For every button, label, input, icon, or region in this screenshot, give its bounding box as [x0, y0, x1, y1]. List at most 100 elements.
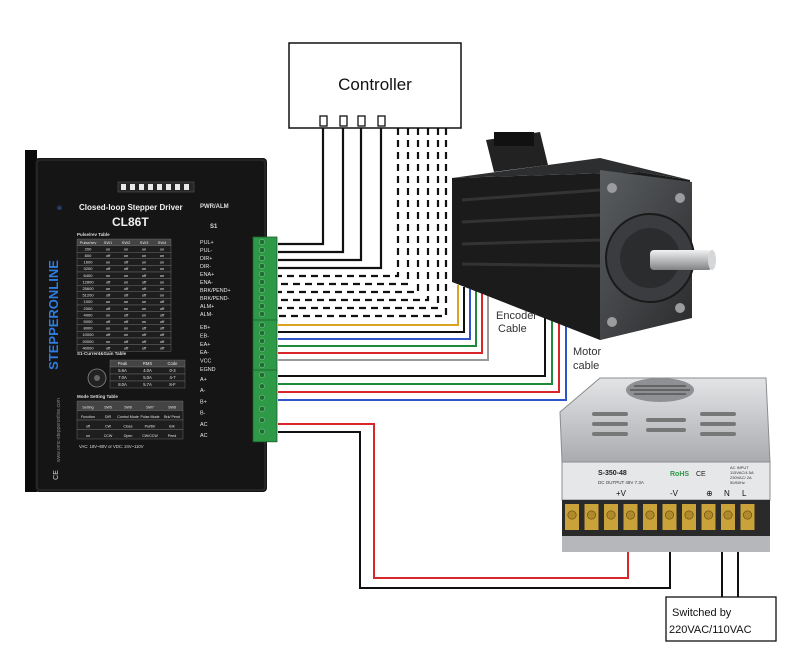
- dip-switch: [175, 184, 180, 190]
- table-cell: Close: [123, 425, 132, 429]
- table-cell: Pul/Dir: [145, 425, 157, 429]
- table-cell: 1000: [84, 299, 94, 304]
- pin-label-eb-: EB+: [200, 325, 210, 331]
- table-cell: 1600: [84, 260, 94, 265]
- table-cell: 10000: [82, 332, 94, 337]
- table-cell: off: [124, 345, 129, 350]
- psu-screw: [586, 510, 596, 520]
- table-cell: Brk/ Pend: [164, 415, 180, 419]
- table-cell: off: [142, 332, 147, 337]
- driver-model: CL86T: [112, 215, 149, 229]
- motor-bolt-holes: [607, 183, 685, 327]
- psu-ce: CE: [696, 471, 706, 478]
- table-cell: 8000: [84, 326, 94, 331]
- table-cell: off: [160, 319, 165, 324]
- terminal-screw: [259, 346, 265, 352]
- motor-fins: [461, 188, 601, 268]
- psu-vents: [592, 412, 736, 436]
- driver-ce-mark: CE: [53, 470, 60, 480]
- pin-label-pul-: PUL+: [200, 240, 214, 246]
- table-header-cell: SW5: [104, 406, 112, 410]
- terminal-screw: [259, 362, 265, 368]
- dip-switch: [166, 184, 171, 190]
- terminal-screw: [259, 239, 265, 245]
- terminal-screw: [259, 394, 265, 401]
- table-cell: off: [142, 326, 147, 331]
- table-cell: on: [106, 246, 110, 251]
- table-cell: off: [142, 286, 147, 291]
- table-cell: off: [142, 273, 147, 278]
- terminal-screw: [259, 383, 265, 390]
- table-header-cell: SW8: [168, 406, 176, 410]
- pin-label-alm-: ALM+: [200, 304, 214, 310]
- stepper-driver: STEPPERONLINE ® www.omc-stepperonline.co…: [25, 150, 278, 492]
- terminal-screw: [259, 330, 265, 336]
- psu-rohs: RoHS: [670, 471, 689, 478]
- controller-terminals: [319, 115, 386, 127]
- psu-model: S-350-48: [598, 470, 627, 477]
- table-cell: on: [160, 273, 164, 278]
- controller-label: Controller: [338, 75, 412, 94]
- table-cell: off: [106, 332, 111, 337]
- table-cell: 4.0A: [143, 368, 152, 373]
- dip-switch: [130, 184, 135, 190]
- table-header-cell: Setting: [82, 406, 93, 410]
- table-cell: DIR: [105, 415, 112, 419]
- psu-fan-grill: [630, 385, 690, 395]
- table-cell: on: [106, 326, 110, 331]
- table-header-cell: SW4: [158, 240, 167, 245]
- table-cell: off: [160, 306, 165, 311]
- table-header-cell: SW2: [122, 240, 131, 245]
- table-cell: off: [106, 345, 111, 350]
- table-cell: on: [160, 279, 164, 284]
- driver-brand: STEPPERONLINE: [46, 260, 61, 370]
- table-row: [109, 380, 186, 389]
- mains-wires: [721, 545, 739, 598]
- table-cell: 3200: [84, 266, 94, 271]
- table-cell: 0-3: [169, 368, 176, 373]
- table-cell: 8-F: [169, 382, 176, 387]
- motor-cable-wires: [278, 305, 567, 401]
- table-cell: on: [160, 253, 164, 258]
- table-cell: on: [160, 246, 164, 251]
- table-cell: off: [124, 319, 129, 324]
- table-cell: off: [106, 293, 111, 298]
- driver-pwr-alm: PWR/ALM: [200, 204, 229, 210]
- terminal-screw: [259, 372, 265, 378]
- table-cell: 2000: [84, 306, 94, 311]
- controller-box: Controller: [288, 42, 462, 129]
- table-cell: off: [160, 312, 165, 317]
- table-cell: off: [124, 293, 129, 298]
- terminal-screw: [259, 417, 265, 424]
- terminal-block: [252, 319, 278, 373]
- pin-label-alm-: ALM-: [200, 312, 213, 318]
- table-row: [76, 429, 184, 440]
- table-cell: off: [106, 266, 111, 271]
- mains-label-box: Switched by 220VAC/110VAC: [665, 596, 777, 642]
- psu-terminal-l: L: [742, 489, 747, 498]
- dip-switch: [157, 184, 162, 190]
- table-cell: Brk: [169, 425, 175, 429]
- table-cell: Control Mode: [117, 415, 139, 419]
- table-header-cell: Peak: [118, 361, 128, 366]
- motor-cable-label-line1: Motor: [573, 346, 601, 358]
- driver-dip-switches: [121, 184, 189, 190]
- terminal-screw: [259, 303, 265, 309]
- table-cell: on: [106, 299, 110, 304]
- table-cell: off: [142, 345, 147, 350]
- motor-cable-label-line2: cable: [573, 360, 599, 372]
- table-cell: Function: [81, 415, 95, 419]
- table-header-cell: SW6: [124, 406, 132, 410]
- psu-screw: [567, 510, 577, 520]
- table-cell: 4-7: [169, 375, 176, 380]
- table-cell: on: [124, 306, 128, 311]
- controller-signal-wires: [278, 120, 383, 270]
- table-cell: 200: [85, 246, 92, 251]
- psu-screw: [684, 510, 694, 520]
- table-header-cell: Pulse/rev: [80, 240, 97, 245]
- pin-label-egnd: EGND: [200, 367, 216, 373]
- table-cell: off: [142, 279, 147, 284]
- table-cell: off: [106, 279, 111, 284]
